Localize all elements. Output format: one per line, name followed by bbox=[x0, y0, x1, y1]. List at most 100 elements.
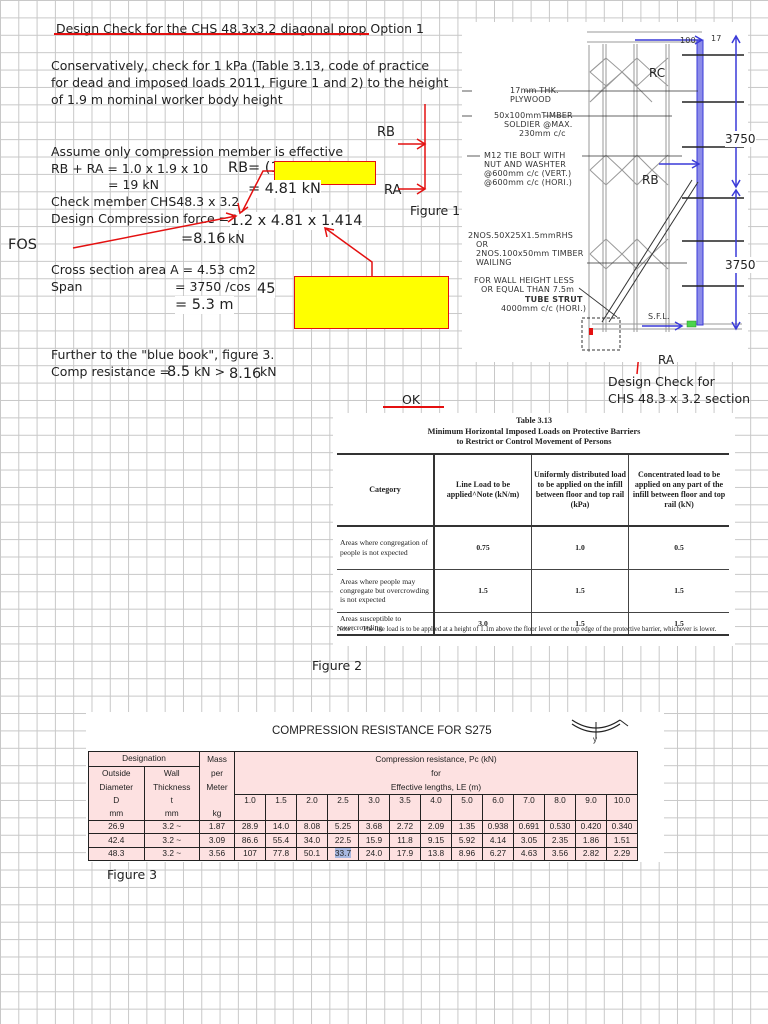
rb-ra-sum: RB + RA = 1.0 x 1.9 x 10 bbox=[51, 161, 209, 176]
fos-label: FOS bbox=[8, 237, 37, 253]
cell-t: 3.2 ~ bbox=[143, 846, 200, 861]
cell-v: 1.51 bbox=[606, 833, 638, 848]
area-text: Cross section area A = 4.53 cm2 bbox=[51, 262, 256, 277]
header-mass-4: kg bbox=[199, 807, 235, 821]
cell-v: 1.86 bbox=[575, 833, 607, 848]
label-rc: RC bbox=[649, 66, 666, 80]
length-col: 2.5 bbox=[327, 794, 359, 821]
header-od-3: D bbox=[88, 794, 145, 807]
label-tube-strut-1: TUBE STRUT bbox=[525, 295, 583, 304]
intro-line-2: for dead and imposed loads 2011, Figure … bbox=[51, 75, 449, 90]
height-3750-lower: 3750 bbox=[725, 257, 756, 273]
header-category: Category bbox=[337, 453, 434, 527]
intro-line-3: of 1.9 m nominal worker body height bbox=[51, 92, 283, 107]
figure1-label: Figure 1 bbox=[410, 203, 461, 218]
label-soldier-2: SOLDIER @MAX. bbox=[504, 120, 573, 129]
label-rhs-3: 2NOS.100x50mm TIMBER bbox=[476, 249, 584, 258]
cell-v: 2.72 bbox=[389, 819, 421, 834]
cell-udl: 1.5 bbox=[531, 611, 629, 636]
cell-udl: 1.5 bbox=[531, 568, 629, 612]
force-unit: kN bbox=[228, 231, 245, 246]
cell-v: 0.938 bbox=[482, 819, 514, 834]
length-col: 1.0 bbox=[234, 794, 266, 821]
highlight-box-angle bbox=[294, 276, 449, 329]
header-line-load: Line Load to be applied^Note (kN/m) bbox=[433, 453, 532, 527]
length-col: 7.0 bbox=[513, 794, 545, 821]
cr-header-line-3: Effective lengths, LE (m) bbox=[390, 782, 482, 792]
cell-v: 0.530 bbox=[544, 819, 576, 834]
note-text: The line load is to be applied at a heig… bbox=[362, 626, 717, 633]
cell-m: 1.87 bbox=[199, 819, 235, 834]
cell-udl: 1.0 bbox=[531, 525, 629, 569]
label-tiebolt-4: @600mm c/c (HORI.) bbox=[484, 178, 573, 187]
sketch-ra-label: RA bbox=[384, 183, 402, 198]
header-udl: Uniformly distributed load to be applied… bbox=[531, 453, 629, 527]
intro-line-1: Conservatively, check for 1 kPa (Table 3… bbox=[51, 58, 430, 73]
page-title: Design Check for the CHS 48.3x3.2 diagon… bbox=[56, 21, 424, 36]
header-od-4: mm bbox=[88, 807, 145, 821]
cell-v: 3.56 bbox=[544, 846, 576, 861]
section-axis-icon bbox=[571, 719, 629, 739]
sketch-rb-label: RB bbox=[377, 125, 395, 140]
label-rb: RB bbox=[642, 173, 659, 187]
comp-resistance-value: 8.5 bbox=[167, 364, 191, 380]
label-wall-height-1: FOR WALL HEIGHT LESS bbox=[474, 276, 575, 285]
span-expression: = 3750 /cos bbox=[175, 279, 251, 294]
table-row: Areas where people may congregate but ov… bbox=[337, 568, 729, 612]
cell-v: 2.09 bbox=[420, 819, 452, 834]
cell-t: 3.2 ~ bbox=[143, 833, 200, 848]
label-ra: RA bbox=[658, 353, 675, 367]
cell-v: 0.340 bbox=[606, 819, 638, 834]
callout-line-2: CHS 48.3 x 3.2 section bbox=[608, 391, 751, 406]
header-wt-4: mm bbox=[143, 807, 200, 821]
cell-v: 3.05 bbox=[513, 833, 545, 848]
cell-v: 8.08 bbox=[296, 819, 328, 834]
cell-v: 0.691 bbox=[513, 819, 545, 834]
figure2-label: Figure 2 bbox=[312, 658, 363, 673]
highlighted-value: 33.7 bbox=[334, 848, 352, 859]
compression-resistance-table: COMPRESSION RESISTANCE FOR S275 y Design… bbox=[86, 712, 664, 862]
figure3-label: Figure 3 bbox=[107, 867, 158, 882]
header-wt-3: t bbox=[143, 794, 200, 807]
header-designation: Designation bbox=[88, 751, 200, 767]
cell-v: 11.8 bbox=[389, 833, 421, 848]
cell-line: 0.75 bbox=[433, 525, 532, 569]
cr-header-line-1: Compression resistance, Pc (kN) bbox=[375, 754, 497, 764]
length-col: 1.5 bbox=[265, 794, 297, 821]
span-angle: 45 bbox=[257, 280, 276, 298]
cell-v: 77.8 bbox=[265, 846, 297, 861]
design-force-label: Design Compression force = bbox=[51, 211, 230, 226]
cell-v: 28.9 bbox=[234, 819, 266, 834]
design-force-compare: 8.16 bbox=[229, 366, 262, 382]
assume-text: Assume only compression member is effect… bbox=[51, 144, 344, 159]
length-col: 10.0 bbox=[606, 794, 638, 821]
figure-1-formwork-drawing: 100 17 RC RB RA 3750 3750 S.F.L. 17mm TH… bbox=[462, 22, 756, 367]
cell-v: 55.4 bbox=[265, 833, 297, 848]
cell-v: 2.35 bbox=[544, 833, 576, 848]
cell-v: 107 bbox=[234, 846, 266, 861]
label-tube-strut-2: 4000mm c/c (HORI.) bbox=[501, 304, 587, 313]
cell-v: 1.35 bbox=[451, 819, 483, 834]
cell-category: Areas where congregation of people is no… bbox=[337, 525, 434, 569]
design-force-compare-unit: kN bbox=[260, 364, 277, 379]
cell-line: 3.0 bbox=[433, 611, 532, 636]
label-soldier-3: 230mm c/c bbox=[519, 129, 566, 138]
cell-m: 3.56 bbox=[199, 846, 235, 861]
length-col: 4.0 bbox=[420, 794, 452, 821]
cell-conc: 1.5 bbox=[628, 568, 729, 612]
cell-v: 5.25 bbox=[327, 819, 359, 834]
label-tiebolt-1: M12 TIE BOLT WITH bbox=[484, 151, 566, 160]
cell-v: 34.0 bbox=[296, 833, 328, 848]
cell-v: 4.14 bbox=[482, 833, 514, 848]
bluebook-text: Further to the "blue book", figure 3. bbox=[51, 347, 275, 362]
cell-m: 3.09 bbox=[199, 833, 235, 848]
compression-data-table: Designation Mass Compression resistance,… bbox=[88, 751, 638, 861]
rb-ra-result: = 19 kN bbox=[108, 177, 159, 192]
caption-line-1: Table 3.13 bbox=[515, 416, 553, 425]
table-row: 42.4 3.2 ~ 3.09 86.6 55.4 34.0 22.5 15.9… bbox=[88, 833, 638, 848]
label-rhs-4: WAILING bbox=[476, 258, 512, 267]
note-label: Note : bbox=[337, 626, 354, 633]
ok-underline bbox=[383, 406, 444, 408]
header-mass-2: per bbox=[199, 766, 235, 781]
force-value: =8.16 bbox=[181, 231, 226, 247]
